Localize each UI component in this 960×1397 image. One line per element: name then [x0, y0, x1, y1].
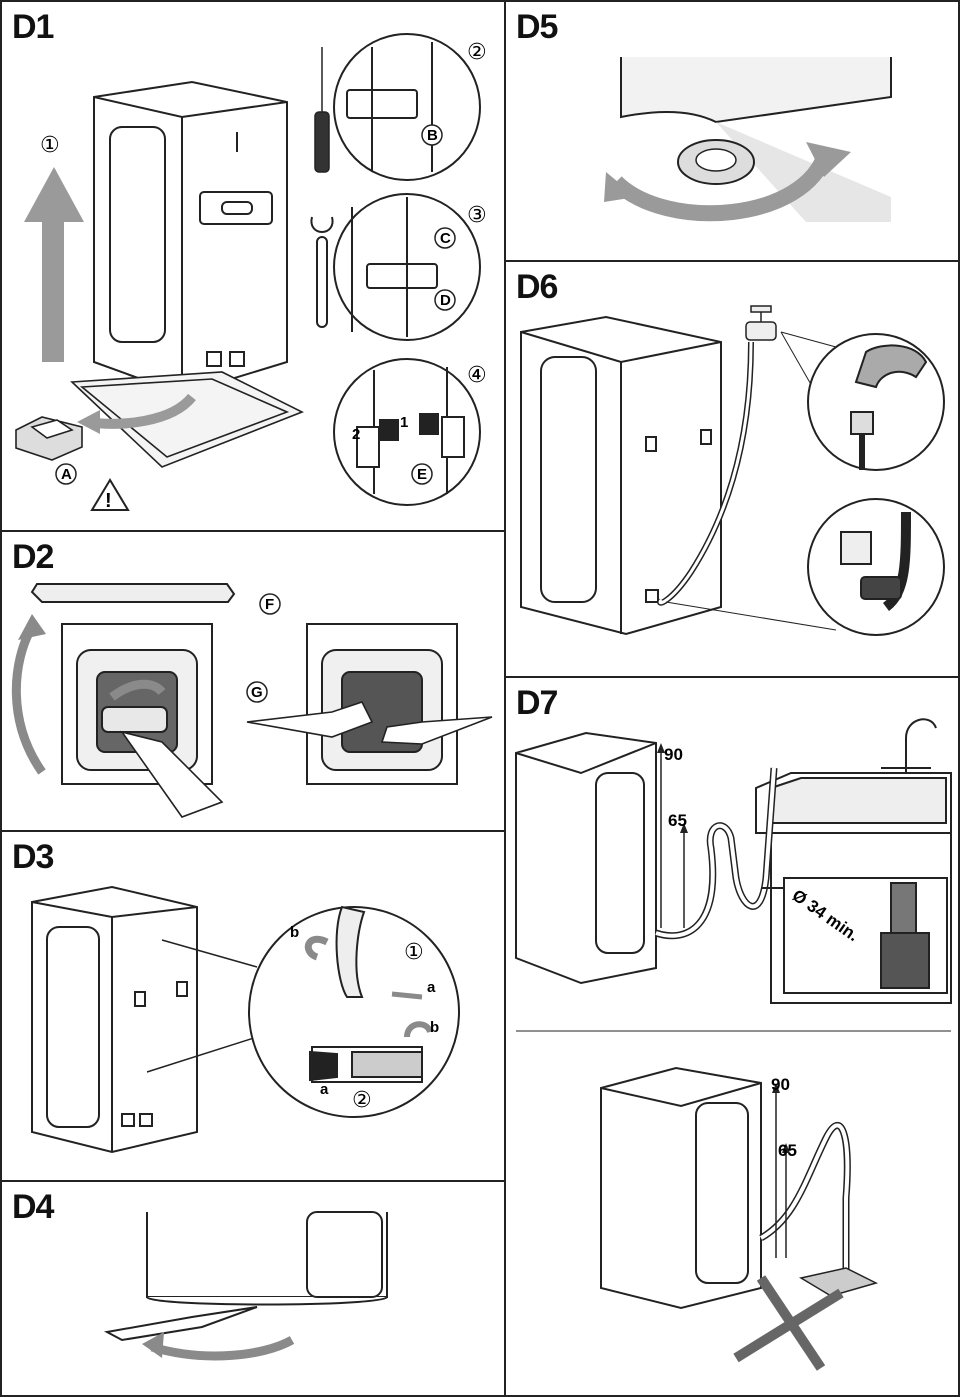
detail-circle-clips — [248, 905, 460, 1118]
d3-step-2: ② — [352, 1088, 372, 1113]
washer-rear-view-d3 — [31, 885, 198, 1154]
panel-d2: D2 F G — [0, 530, 506, 832]
washer-base-d4 — [146, 1211, 388, 1306]
washer-bottom-corner — [620, 57, 892, 124]
not-allowed-cross — [733, 1275, 844, 1371]
dim-65-bottom: 65 — [778, 1141, 797, 1160]
packing-block-a — [15, 416, 83, 461]
washer-rear-view-d6 — [520, 315, 722, 636]
dim-65-top: 65 — [668, 811, 687, 830]
panel-d6: D6 — [504, 260, 960, 678]
panel-d1-title: D1 — [12, 8, 54, 46]
label-d: D — [440, 292, 451, 309]
panel-d7: D7 90 — [504, 676, 960, 1397]
pointer-line-1 — [161, 939, 258, 968]
dim-90-top: 90 — [664, 745, 683, 764]
drum-left — [61, 623, 213, 785]
panel-d1: D1 — [0, 0, 506, 532]
num-1-label: 1 — [400, 414, 408, 431]
washer-front-d7-bottom — [600, 1066, 762, 1310]
lift-lid-arrow — [11, 624, 46, 775]
detail-circle-4 — [333, 358, 481, 506]
faucet — [881, 718, 937, 773]
label-e: E — [417, 466, 427, 483]
panel-d2-title: D2 — [12, 538, 54, 576]
d3-step-1: ① — [404, 940, 424, 965]
detail-circle-2 — [333, 33, 481, 181]
insert-arrow — [109, 679, 166, 701]
letter-a-upper: a — [427, 979, 436, 996]
water-tap — [745, 305, 777, 341]
step-2-label: ② — [467, 40, 487, 65]
panel-d5-title: D5 — [516, 8, 558, 46]
d2-illustration: F G — [11, 583, 493, 818]
wrench-icon — [310, 216, 334, 328]
warning-triangle — [90, 478, 130, 511]
letter-b-upper: b — [290, 924, 299, 941]
detail-circle-tap — [807, 333, 945, 471]
standpipe-detail — [761, 877, 948, 994]
hands — [120, 701, 493, 818]
warning-mark: ! — [105, 490, 112, 512]
d5-illustration — [604, 57, 892, 222]
swing-arrow — [150, 1336, 295, 1361]
detail-circle-3 — [333, 193, 481, 341]
label-b: B — [427, 127, 438, 144]
label-a: A — [61, 466, 72, 483]
drain-hose-bottom — [759, 1122, 851, 1278]
panel-d4-title: D4 — [12, 1188, 54, 1226]
step-3-label: ③ — [467, 203, 487, 228]
panel-d7-title: D7 — [516, 684, 558, 722]
panel-d6-title: D6 — [516, 268, 558, 306]
d7-illustration: 90 65 Ø 34 min. 90 — [515, 718, 952, 1371]
transport-base — [70, 371, 304, 468]
rotate-arrow — [610, 149, 834, 222]
panel-d3: D3 b — [0, 830, 506, 1182]
transport-lid-f — [30, 583, 236, 603]
d6-illustration — [520, 305, 945, 636]
pointer-line-2 — [146, 1036, 258, 1073]
drum-right — [306, 623, 458, 785]
d3-illustration: b a b a ① ② — [31, 885, 460, 1154]
foot-lever — [103, 1306, 258, 1342]
panel-d5: D5 — [504, 0, 960, 262]
label-f: F — [265, 596, 274, 613]
label-c: C — [440, 230, 451, 247]
d4-illustration — [103, 1211, 388, 1361]
washer-front-d7-top — [515, 731, 657, 985]
floor-drain — [799, 1267, 879, 1297]
dim-90-bottom: 90 — [771, 1075, 790, 1094]
letter-b-lower: b — [430, 1019, 439, 1036]
panel-d4: D4 — [0, 1180, 506, 1397]
letter-a-lower: a — [320, 1081, 329, 1098]
lift-arrow — [24, 167, 84, 362]
d1-illustration: ① ② ③ ④ A B C D E 1 2 ! — [15, 33, 487, 512]
screwdriver-icon — [314, 47, 330, 173]
label-g: G — [251, 684, 263, 701]
washer-rear-view — [93, 80, 288, 396]
step-4-label: ④ — [467, 363, 487, 388]
detail-circle-inlet — [807, 498, 945, 636]
num-2-label: 2 — [352, 426, 360, 443]
panel-d3-title: D3 — [12, 838, 54, 876]
step-1-label: ① — [40, 133, 60, 158]
